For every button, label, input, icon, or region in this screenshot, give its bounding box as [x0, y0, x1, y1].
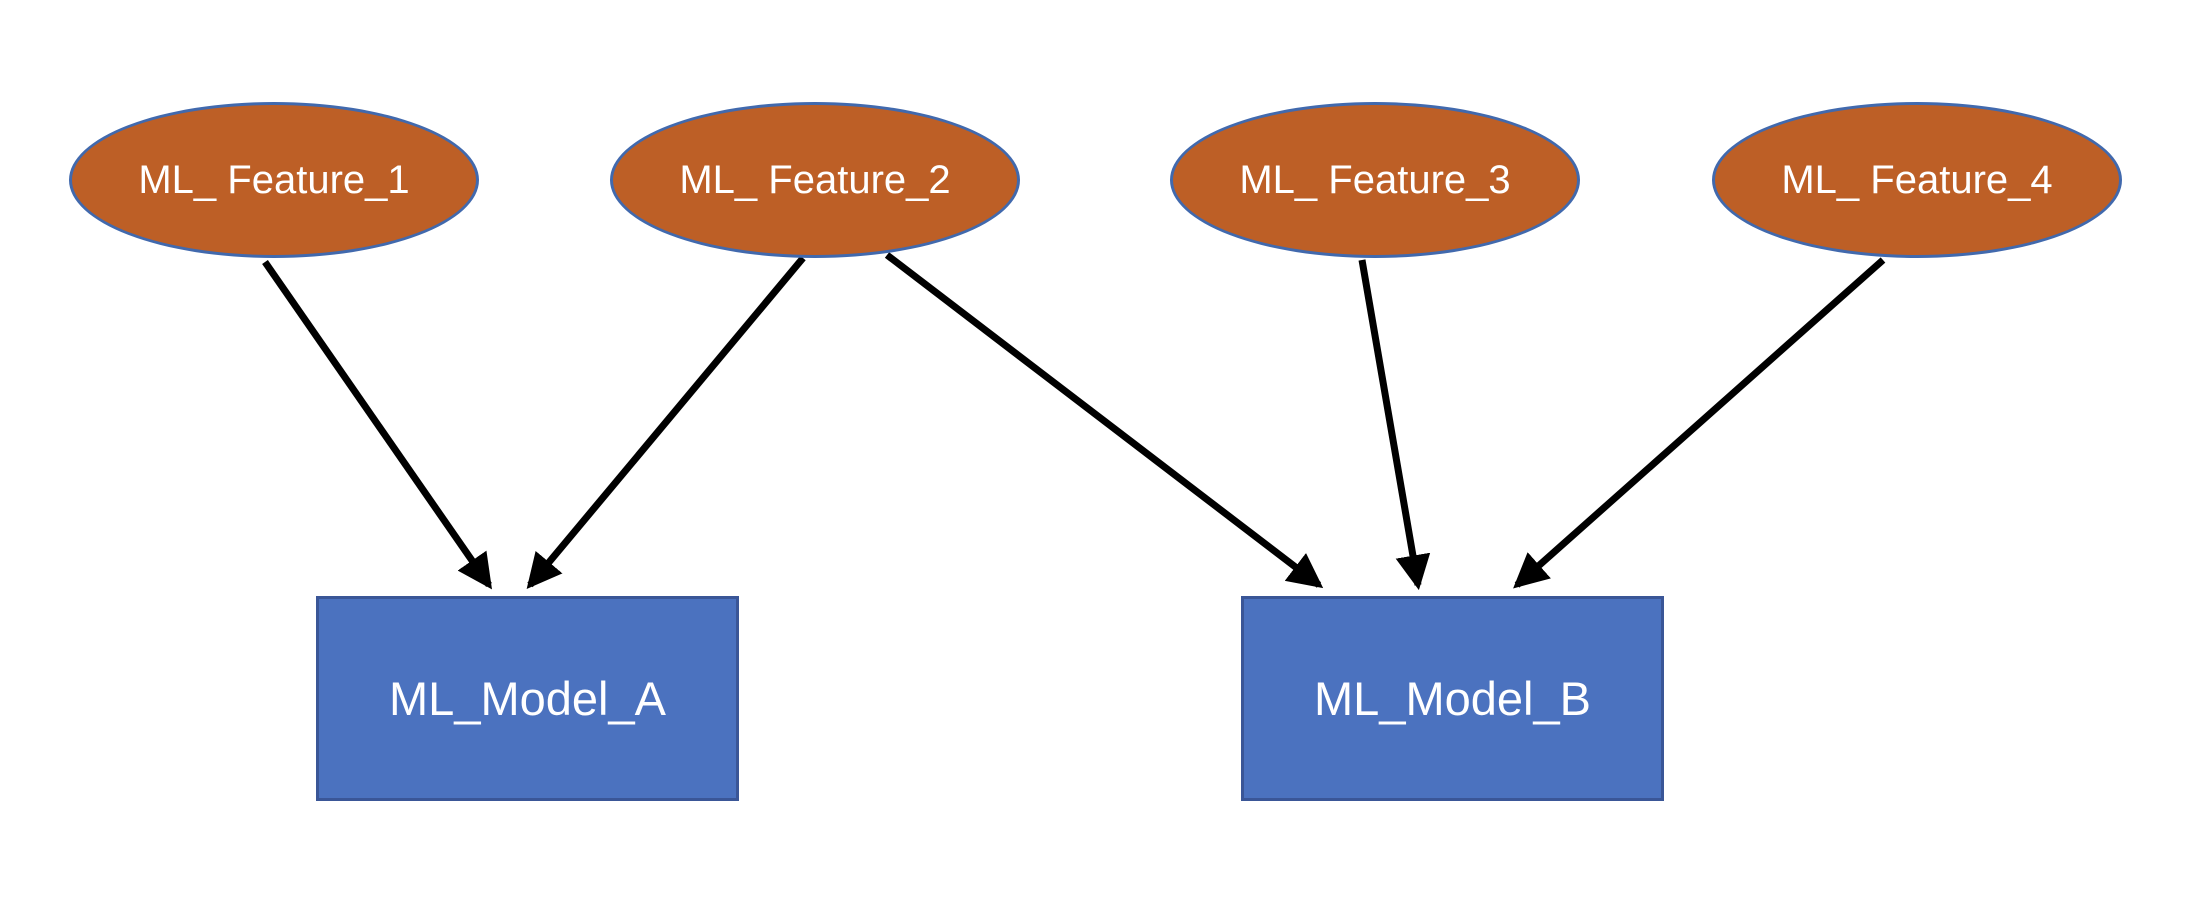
node-ml-model-a: ML_Model_A: [316, 596, 739, 801]
node-label: ML_ Feature_2: [679, 157, 951, 202]
node-label: ML_ Feature_3: [1239, 157, 1511, 202]
edge-feature2-modelB: [884, 252, 1324, 589]
edge-feature4-modelB: [1513, 257, 1886, 589]
node-ml-feature-1: ML_ Feature_1: [69, 102, 479, 258]
node-label: ML_ Feature_4: [1781, 157, 2053, 202]
edge-feature1-modelA: [262, 260, 492, 590]
edge-feature2-modelA: [526, 255, 806, 590]
node-label: ML_Model_B: [1314, 672, 1591, 725]
edge-feature3-modelB: [1358, 259, 1431, 591]
node-label: ML_ Feature_1: [138, 157, 410, 202]
node-ml-model-b: ML_Model_B: [1241, 596, 1664, 801]
node-label: ML_Model_A: [389, 672, 666, 725]
node-ml-feature-3: ML_ Feature_3: [1170, 102, 1580, 258]
node-ml-feature-2: ML_ Feature_2: [610, 102, 1020, 258]
node-ml-feature-4: ML_ Feature_4: [1712, 102, 2122, 258]
